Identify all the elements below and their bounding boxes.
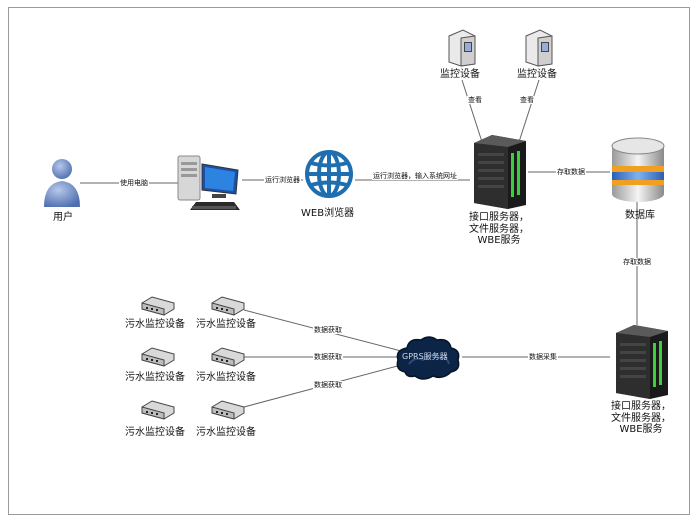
edge-label-view-right: 查看 bbox=[519, 96, 535, 105]
edge-label-use-computer: 使用电脑 bbox=[119, 179, 149, 188]
monitor-device-right-icon bbox=[525, 29, 553, 67]
edge-label-access-data-v: 存取数据 bbox=[622, 258, 652, 267]
server-bottom-icon bbox=[616, 325, 668, 399]
monitor-device-left-icon bbox=[448, 29, 476, 67]
sewage-device-label: 污水监控设备 bbox=[196, 319, 256, 330]
edge-label-access-data-h: 存取数据 bbox=[556, 168, 586, 177]
sewage-device-icon bbox=[211, 400, 245, 420]
sewage-device-icon bbox=[211, 296, 245, 316]
edge-monitor-left-server bbox=[461, 79, 484, 146]
server-bottom-label: 接口服务器，文件服务器，WBE服务 bbox=[611, 401, 671, 435]
edge-label-data-get-3: 数据获取 bbox=[313, 381, 343, 390]
cloud-icon bbox=[396, 336, 460, 380]
diagram-frame bbox=[8, 7, 690, 515]
cloud-label: GPRS服务器 bbox=[402, 352, 448, 361]
edge-label-data-get-2: 数据获取 bbox=[313, 353, 343, 362]
sewage-device-label: 污水监控设备 bbox=[196, 372, 256, 383]
monitor-right-label: 监控设备 bbox=[517, 69, 557, 80]
edge-label-data-collect: 数据采集 bbox=[528, 353, 558, 362]
user-icon bbox=[44, 159, 80, 207]
edge-label-run-browser: 运行浏览器 bbox=[264, 176, 301, 185]
sewage-device-icon bbox=[141, 296, 175, 316]
database-icon bbox=[611, 137, 665, 202]
edge-label-browser-server: 运行浏览器，输入系统网址 bbox=[372, 172, 458, 181]
sewage-device-icon bbox=[141, 347, 175, 367]
server-top-label: 接口服务器，文件服务器，WBE服务 bbox=[469, 212, 529, 246]
sewage-device-label: 污水监控设备 bbox=[125, 372, 185, 383]
edge-label-data-get-1: 数据获取 bbox=[313, 326, 343, 335]
sewage-device-icon bbox=[141, 400, 175, 420]
edge-monitor-right-server bbox=[517, 79, 540, 146]
database-label: 数据库 bbox=[625, 210, 655, 221]
monitor-left-label: 监控设备 bbox=[440, 69, 480, 80]
sewage-device-label: 污水监控设备 bbox=[196, 427, 256, 438]
globe-icon bbox=[305, 150, 353, 198]
sewage-device-label: 污水监控设备 bbox=[125, 427, 185, 438]
server-top-icon bbox=[474, 135, 526, 209]
sewage-device-icon bbox=[211, 347, 245, 367]
browser-label: WEB浏览器 bbox=[301, 208, 355, 219]
computer-icon bbox=[177, 155, 240, 210]
user-label: 用户 bbox=[53, 212, 73, 223]
sewage-device-label: 污水监控设备 bbox=[125, 319, 185, 330]
edge-label-view-left: 查看 bbox=[467, 96, 483, 105]
